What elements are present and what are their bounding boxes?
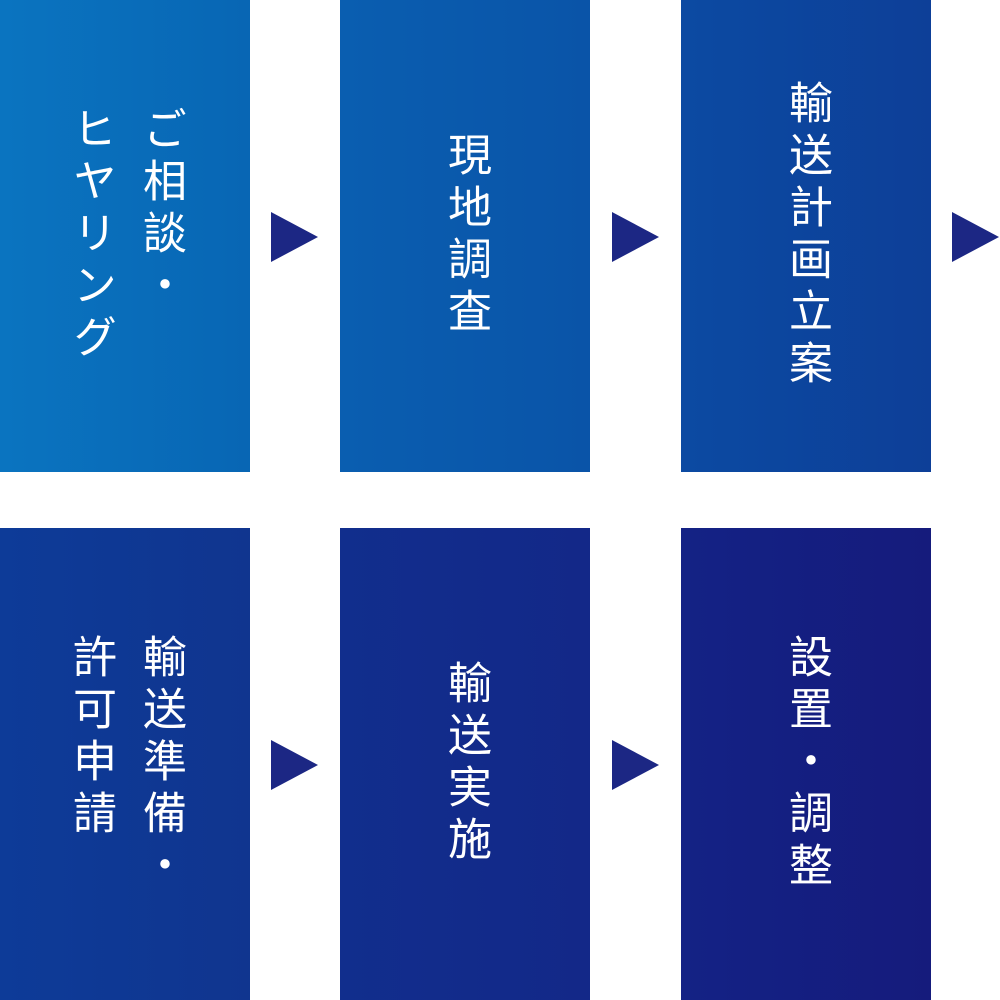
step-installation-adjustment: 設置・調整 [681,528,931,1000]
arrow-right-icon [952,212,999,262]
step-label: ご相談・ ヒヤリング [65,106,186,366]
arrow-right-icon [271,740,318,790]
step-site-survey: 現地調査 [340,0,590,472]
step-preparation-permit: 輸送準備・ 許可申請 [0,528,250,1000]
step-label: 輸送計画立案 [781,80,832,392]
step-consultation-hearing: ご相談・ ヒヤリング [0,0,250,472]
arrow-right-icon [271,212,318,262]
step-transport-execution: 輸送実施 [340,528,590,1000]
step-label: 輸送実施 [440,660,491,868]
step-transport-planning: 輸送計画立案 [681,0,931,472]
step-label: 現地調査 [440,132,491,340]
arrow-right-icon [612,212,659,262]
step-label: 設置・調整 [781,634,832,894]
step-label: 輸送準備・ 許可申請 [65,634,186,894]
arrow-right-icon [612,740,659,790]
